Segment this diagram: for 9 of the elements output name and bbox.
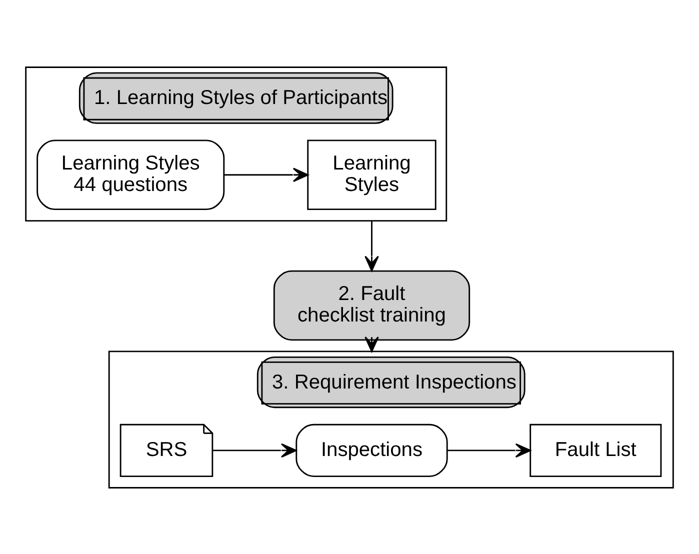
arrow <box>224 167 309 182</box>
arrow <box>364 220 379 271</box>
node-box: Learning Styles <box>307 139 436 210</box>
arrow <box>447 442 531 458</box>
node-box: Learning Styles 44 questions <box>36 139 225 210</box>
node-box: Inspections <box>296 423 448 477</box>
arrow <box>364 336 379 352</box>
arrow <box>212 442 297 458</box>
node-box: Fault List <box>530 423 662 477</box>
